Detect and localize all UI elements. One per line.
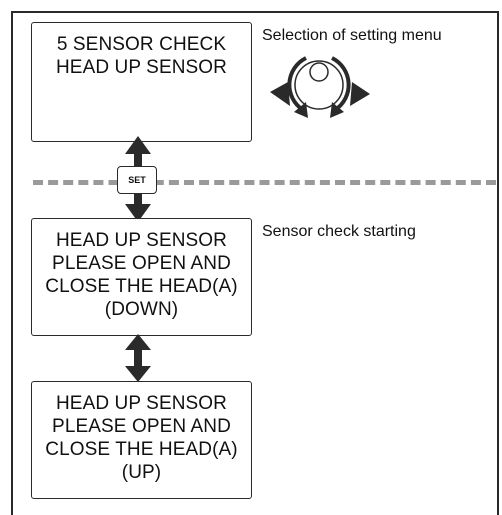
rotary-dial-icon [270,56,370,118]
screen-line: CLOSE THE HEAD(A) [45,276,238,297]
screen-line: HEAD UP SENSOR [55,57,228,78]
double-arrow-icon [125,334,151,382]
screen-line: (UP) [121,462,162,483]
screen-line: HEAD UP SENSOR [55,393,228,414]
selection-note: Selection of setting menu [262,27,442,44]
screen-line: PLEASE OPEN AND [52,416,231,437]
diagram-frame [11,11,499,515]
set-button: SET [117,166,157,194]
screen-line: CLOSE THE HEAD(A) [45,439,238,460]
lcd-screen-menu: 5 SENSOR CHECK HEAD UP SENSOR [31,22,252,142]
divider-dashed [33,180,496,185]
screen-line: 5 SENSOR CHECK [56,34,227,55]
screen-line: HEAD UP SENSOR [55,230,228,251]
lcd-screen-sensor-down: HEAD UP SENSOR PLEASE OPEN AND CLOSE THE… [31,218,252,336]
lcd-screen-sensor-up: HEAD UP SENSOR PLEASE OPEN AND CLOSE THE… [31,381,252,499]
screen-line: (DOWN) [104,299,179,320]
sensor-check-note: Sensor check starting [262,223,416,240]
screen-line: PLEASE OPEN AND [52,253,231,274]
